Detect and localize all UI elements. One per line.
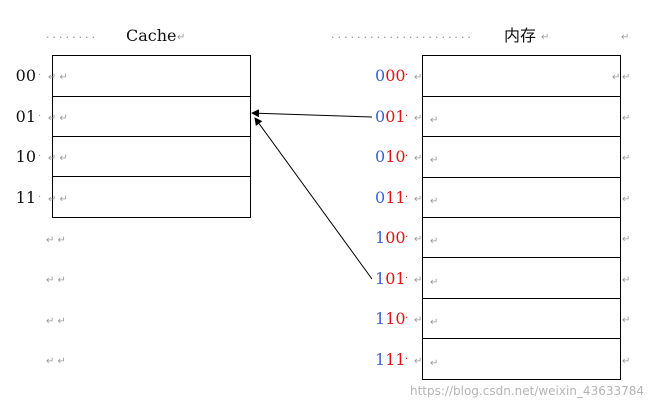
- return-mark-icon: ↵ ↵: [46, 275, 66, 286]
- memory-address: 111: [375, 350, 406, 369]
- return-mark-icon: ↵ ↵: [48, 153, 68, 164]
- watermark: https://blog.csdn.net/weixin_43633784: [410, 384, 645, 398]
- return-mark-icon: ↵: [177, 32, 186, 43]
- return-mark-icon: ↵: [430, 196, 439, 207]
- memory-title-leader: ······················: [331, 31, 474, 44]
- return-mark-icon: ↵ ↵: [48, 113, 68, 124]
- return-mark-icon: ↵: [430, 317, 439, 328]
- return-mark-icon: ↵: [541, 32, 550, 43]
- memory-address: 110: [375, 309, 406, 328]
- return-mark-icon: ↵: [414, 113, 423, 124]
- cache-row-label: 01: [15, 107, 36, 126]
- return-mark-icon: ↵: [414, 72, 423, 83]
- bullet-dot: ·: [405, 70, 409, 81]
- return-mark-icon: ↵: [622, 72, 631, 83]
- return-mark-icon: ↵: [414, 234, 423, 245]
- bullet-dot: ·: [405, 273, 409, 284]
- return-mark-icon: ↵: [622, 153, 631, 164]
- memory-title: 内存: [504, 26, 537, 45]
- cache-line: [53, 96, 250, 137]
- memory-address: 000: [375, 66, 406, 85]
- cache-row-label: 00: [15, 66, 36, 85]
- return-mark-icon: ↵ ↵: [48, 72, 68, 83]
- memory-line: [423, 298, 620, 339]
- cache-row-label: 11: [15, 188, 36, 207]
- bullet-dot: ·: [38, 111, 42, 122]
- bullet-dot: ·: [405, 192, 409, 203]
- return-mark-icon: ↵: [414, 194, 423, 205]
- return-mark-icon: ↵: [414, 153, 423, 164]
- cache-title-leader: ········: [46, 31, 98, 44]
- bullet-dot: ·: [38, 192, 42, 203]
- memory-line: [423, 257, 620, 298]
- return-mark-icon: ↵: [430, 358, 439, 369]
- cache-box: [52, 55, 251, 218]
- return-mark-icon: ↵: [622, 194, 631, 205]
- return-mark-icon: ↵: [414, 356, 423, 367]
- memory-line: [423, 217, 620, 258]
- memory-line: [423, 96, 620, 137]
- return-mark-icon: ↵: [612, 72, 621, 83]
- return-mark-icon: ↵: [430, 277, 439, 288]
- bullet-dot: ·: [405, 354, 409, 365]
- return-mark-icon: ↵ ↵: [46, 316, 66, 327]
- memory-address: 001: [375, 107, 406, 126]
- memory-address: 010: [375, 147, 406, 166]
- cache-line: [53, 136, 250, 177]
- memory-line: [423, 177, 620, 218]
- return-mark-icon: ↵: [622, 234, 631, 245]
- memory-address: 100: [375, 228, 406, 247]
- cache-title: Cache: [126, 26, 177, 45]
- bullet-dot: ·: [405, 313, 409, 324]
- bullet-dot: ·: [38, 70, 42, 81]
- memory-box: [422, 55, 621, 380]
- bullet-dot: ·: [405, 232, 409, 243]
- memory-address: 011: [375, 188, 406, 207]
- memory-address: 101: [375, 269, 406, 288]
- return-mark-icon: ↵: [621, 32, 630, 43]
- arrow-101-to-01: [254, 117, 373, 280]
- return-mark-icon: ↵: [430, 115, 439, 126]
- bullet-dot: ·: [38, 151, 42, 162]
- cache-row-label: 10: [15, 147, 36, 166]
- return-mark-icon: ↵: [622, 113, 631, 124]
- memory-line: [423, 338, 620, 380]
- return-mark-icon: ↵ ↵: [46, 235, 66, 246]
- return-mark-icon: ↵: [622, 315, 631, 326]
- arrow-001-to-01: [251, 109, 373, 118]
- return-mark-icon: ↵: [414, 315, 423, 326]
- return-mark-icon: ↵: [414, 275, 423, 286]
- return-mark-icon: ↵: [430, 155, 439, 166]
- memory-line: [423, 136, 620, 177]
- cache-line: [53, 176, 250, 217]
- return-mark-icon: ↵: [622, 356, 631, 367]
- bullet-dot: ·: [405, 111, 409, 122]
- return-mark-icon: ↵ ↵: [48, 194, 68, 205]
- bullet-dot: ·: [405, 151, 409, 162]
- return-mark-icon: ↵: [430, 236, 439, 247]
- return-mark-icon: ↵ ↵: [46, 356, 66, 367]
- return-mark-icon: ↵: [622, 275, 631, 286]
